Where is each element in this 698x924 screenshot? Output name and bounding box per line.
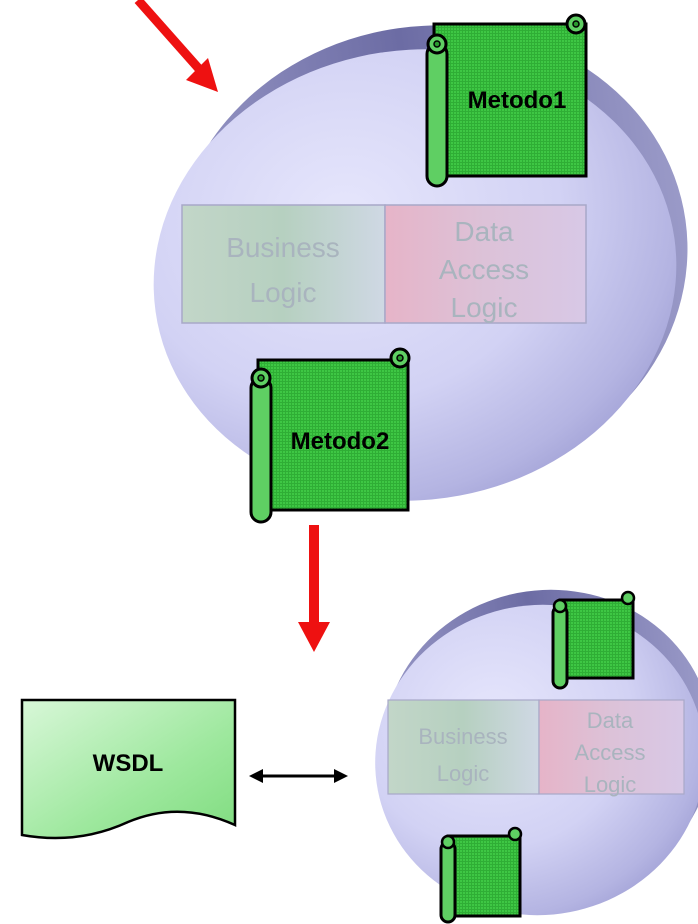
red-arrow-down-head xyxy=(298,622,330,652)
data-access-small-line3: Logic xyxy=(584,772,637,797)
data-access-label-line2: Access xyxy=(439,254,529,285)
component-top: Business Logic Data Access Logic Metodo1… xyxy=(153,13,688,524)
method-scroll-small-top xyxy=(551,590,636,690)
method-bottom-label: Metodo2 xyxy=(291,428,390,455)
method-top-label: Metodo1 xyxy=(468,87,567,114)
red-arrow-diagonal-head xyxy=(186,58,218,92)
method-scroll-bottom: Metodo2 xyxy=(249,347,411,524)
data-access-logic-panel xyxy=(384,204,587,324)
component-bottom: Business Logic Data Access Logic xyxy=(375,589,698,924)
wsdl-document: WSDL xyxy=(20,698,237,840)
red-arrow-down xyxy=(309,525,319,625)
method-scroll-top: Metodo1 xyxy=(425,13,588,188)
bidirectional-arrow-right-head xyxy=(334,769,348,783)
data-access-label-line3: Logic xyxy=(451,292,518,323)
data-access-small-line1: Data xyxy=(587,708,634,733)
data-access-label-line1: Data xyxy=(454,216,514,247)
business-logic-panel-small xyxy=(387,699,540,795)
business-logic-small-line1: Business xyxy=(418,724,507,749)
business-logic-panel xyxy=(181,204,386,324)
data-access-small-line2: Access xyxy=(575,740,646,765)
business-logic-label-line1: Business xyxy=(226,232,340,263)
method-scroll-small-bottom xyxy=(439,826,523,924)
business-logic-small-line2: Logic xyxy=(437,761,490,786)
wsdl-label: WSDL xyxy=(93,750,164,777)
data-access-logic-panel-small xyxy=(538,699,685,795)
red-arrow-diagonal xyxy=(134,0,204,73)
business-logic-label-line2: Logic xyxy=(250,277,317,308)
bidirectional-arrow-left-head xyxy=(249,769,263,783)
